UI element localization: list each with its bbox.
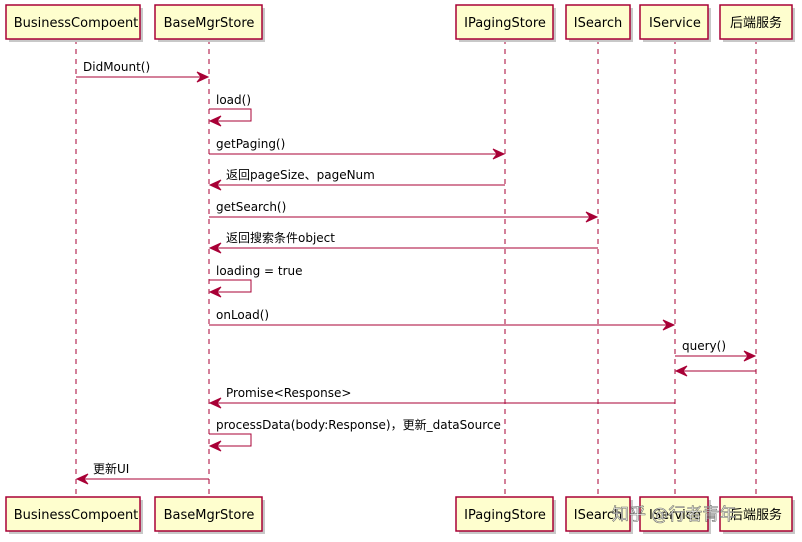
arrow-head <box>208 440 222 452</box>
message-1: DidMount() <box>76 60 210 83</box>
arrow-head <box>208 242 222 254</box>
participant-ip-top: IPagingStore <box>455 4 556 42</box>
participant-sv-top: IService <box>639 4 711 42</box>
participant-label: ISearch <box>574 16 623 31</box>
message-10 <box>674 365 756 377</box>
arrow-head <box>208 115 222 127</box>
message-label: DidMount() <box>83 60 150 74</box>
message-label: getPaging() <box>216 137 285 151</box>
participant-is-top: ISearch <box>565 4 633 42</box>
message-4: 返回pageSize、pageNum <box>208 168 505 191</box>
message-label: load() <box>216 93 251 107</box>
participant-label: IService <box>649 508 701 523</box>
message-8: onLoad() <box>209 308 676 331</box>
message-label: getSearch() <box>216 200 286 214</box>
participant-label: BaseMgrStore <box>164 16 255 31</box>
arrow-head <box>585 211 599 223</box>
arrow-head <box>208 286 222 298</box>
message-label: loading = true <box>216 264 303 278</box>
message-2: load() <box>208 93 252 127</box>
arrow-head <box>208 397 222 409</box>
participants: BusinessCompoentBusinessCompoentBaseMgrS… <box>5 4 795 534</box>
participant-label: ISearch <box>574 508 623 523</box>
participant-label: IService <box>649 16 701 31</box>
message-12: processData(body:Response)，更新_dataSource <box>208 417 501 452</box>
message-5: getSearch() <box>209 200 599 223</box>
participant-be-bottom: 后端服务 <box>719 496 795 534</box>
arrow-head <box>75 473 89 485</box>
messages: DidMount() load() getPaging() 返回pageSize、pa… <box>75 60 757 485</box>
message-7: loading = true <box>208 264 303 298</box>
participant-label: 后端服务 <box>730 507 782 523</box>
participant-label: 后端服务 <box>730 15 782 31</box>
participant-is-bottom: ISearch <box>565 496 633 534</box>
message-3: getPaging() <box>209 137 506 160</box>
participant-label: IPagingStore <box>464 16 546 31</box>
message-11: Promise<Response> <box>208 386 675 409</box>
lifelines <box>75 39 757 497</box>
arrow-head <box>196 71 210 83</box>
participant-label: IPagingStore <box>464 508 546 523</box>
message-line <box>209 433 252 447</box>
message-9: query() <box>675 339 757 362</box>
message-label: 更新UI <box>93 461 129 476</box>
watermark: 知乎 @行者青年 <box>612 505 736 525</box>
message-label: Promise<Response> <box>226 386 351 400</box>
participant-ip-bottom: IPagingStore <box>455 496 556 534</box>
participant-bm-top: BaseMgrStore <box>154 4 265 42</box>
participant-bc-bottom: BusinessCompoent <box>5 496 143 534</box>
message-6: 返回搜索条件object <box>208 230 598 254</box>
arrow-head <box>743 350 757 362</box>
message-label: 返回搜索条件object <box>226 230 335 245</box>
message-line <box>209 108 252 122</box>
participant-bm-bottom: BaseMgrStore <box>154 496 265 534</box>
message-label: onLoad() <box>216 308 269 322</box>
arrow-head <box>492 148 506 160</box>
message-label: query() <box>682 339 726 353</box>
arrow-head <box>674 365 688 377</box>
message-13: 更新UI <box>75 461 209 485</box>
message-label: 返回pageSize、pageNum <box>226 168 375 182</box>
arrow-head <box>662 319 676 331</box>
participant-label: BusinessCompoent <box>14 16 139 31</box>
participant-label: BusinessCompoent <box>14 508 139 523</box>
message-line <box>209 279 252 293</box>
participant-be-top: 后端服务 <box>719 4 795 42</box>
participant-sv-bottom: IService <box>639 496 711 534</box>
participant-bc-top: BusinessCompoent <box>5 4 143 42</box>
arrow-head <box>208 179 222 191</box>
participant-label: BaseMgrStore <box>164 508 255 523</box>
message-label: processData(body:Response)，更新_dataSource <box>216 417 501 432</box>
